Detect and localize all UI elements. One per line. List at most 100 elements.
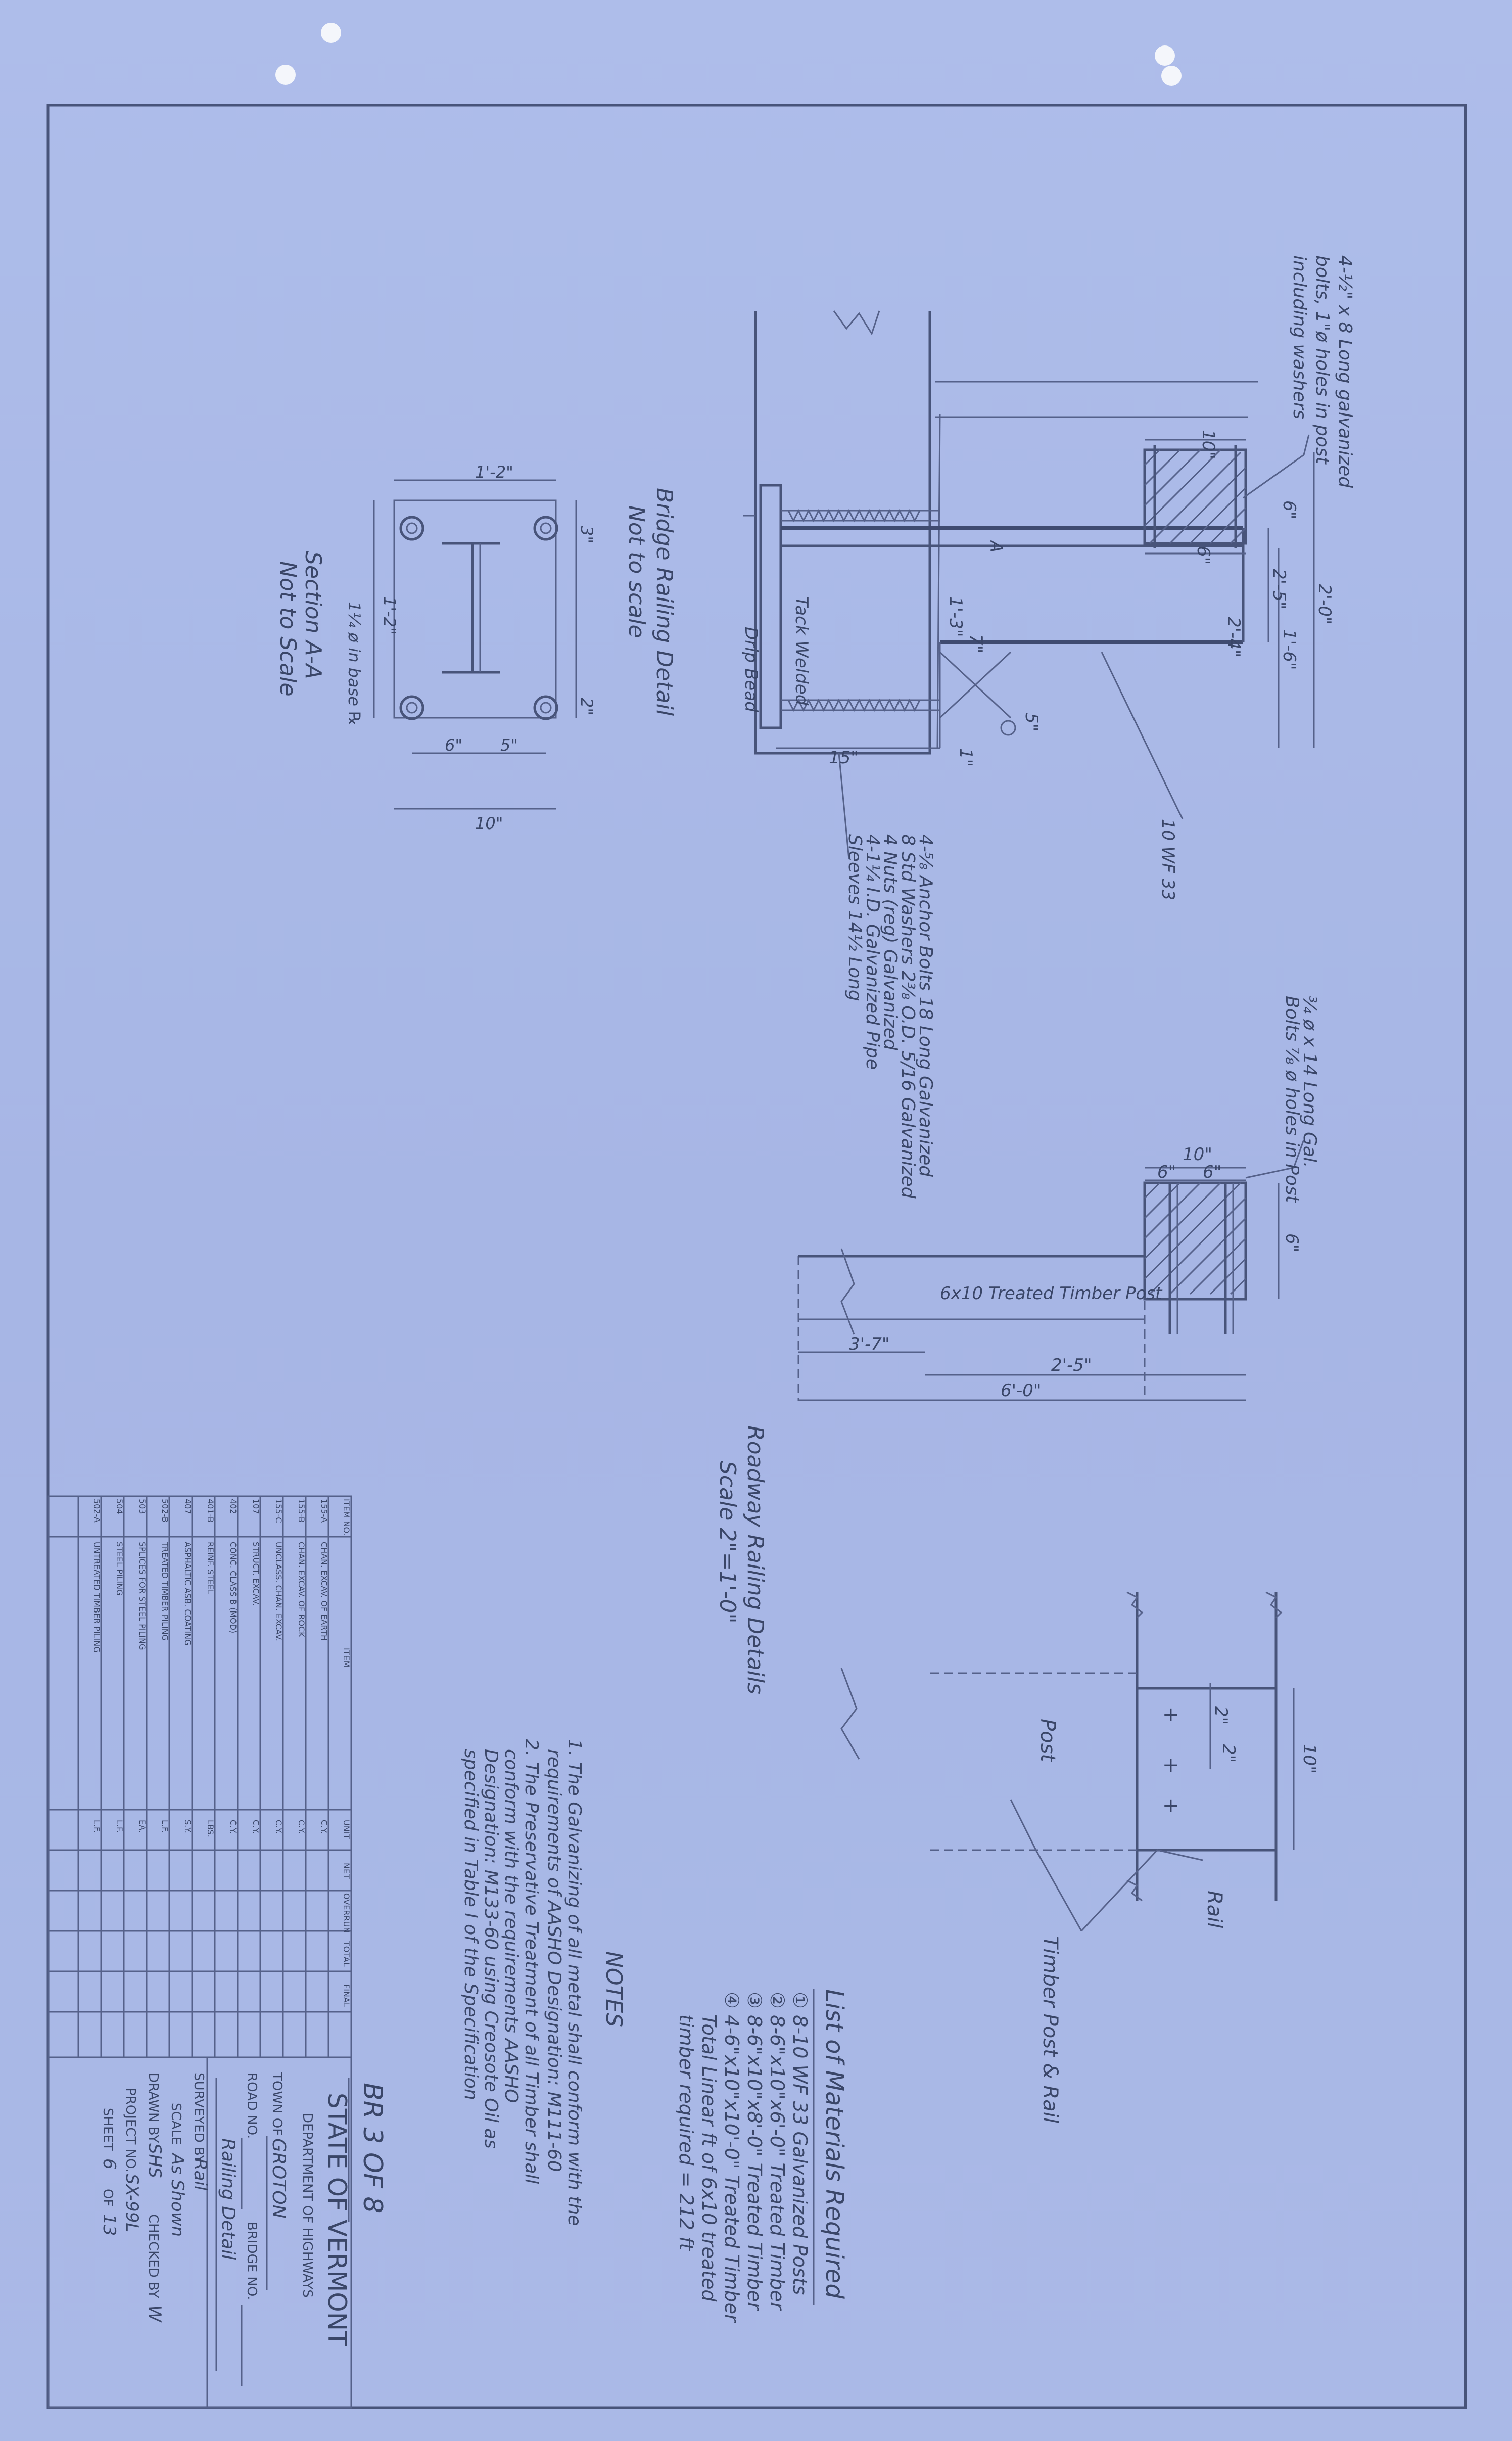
sheet-of: OF (100, 2189, 115, 2206)
table-row-6-item: 401-B (206, 1499, 215, 1523)
post-rail-title: Timber Post & Rail (1038, 1936, 1062, 2123)
dim-2-5-roadway: 2'-5" (1051, 1355, 1092, 1375)
title-block: BR 3 OF 8 STATE OF VERMONT DEPARTMENT OF… (47, 2056, 388, 2409)
note-line-2: requirements of AASHO Designation: M111-… (544, 1749, 564, 2172)
town-label: TOWN OF (269, 2072, 285, 2136)
bridge-label: BRIDGE NO. (244, 2222, 259, 2300)
sheet-total: 13 (99, 2214, 119, 2236)
roadway-post-outline (797, 1256, 1146, 1401)
bridge-ref: BR 3 OF 8 (357, 2083, 388, 2213)
table-row-6-desc: REINF. STEEL (206, 1542, 215, 1594)
drawn-value: SHS (145, 2143, 165, 2178)
dim-6b-bridge: 6" (1279, 500, 1299, 519)
material-item-5: Total Linear ft of 6x10 treated (698, 2014, 720, 2302)
table-row-9-unit: EA. (137, 1820, 147, 1833)
anchor-note-1: 4-⅝ Anchor Bolts 18 Long Galvanized (915, 834, 936, 1177)
dim-10-post-rail: 10" (1299, 1744, 1319, 1774)
table-row-10-unit: L.F. (115, 1820, 124, 1833)
section-base-plate (393, 499, 557, 719)
table-row-11-unit: L.F. (92, 1820, 102, 1833)
col-total: TOTAL (342, 1941, 351, 1967)
table-row-8-item: 502-B (160, 1499, 170, 1523)
col-net: NET (342, 1863, 351, 1879)
table-row-2-unit: C.Y. (297, 1820, 306, 1834)
table-row-3-item: 155-C (274, 1499, 284, 1523)
table-row-4-item: 107 (251, 1499, 261, 1514)
dim-2-5: 2'-5" (1269, 569, 1289, 610)
scale-value: As Shown (167, 2152, 187, 2237)
material-item-3: ③ 8-6"x10"x8'-0" Treated Timber (743, 1992, 766, 2311)
sheet-border (46, 104, 1467, 2409)
dim-1-bridge: 1" (956, 748, 976, 767)
dim-10-bridge: 10" (1198, 430, 1218, 459)
bridge-detail-title: Bridge Railing Detail (651, 488, 677, 716)
section-aa-title: Section A-A (300, 551, 326, 679)
drawn-label: DRAWN BY (146, 2072, 161, 2143)
note-line-1: 1. The Galvanizing of all metal shall co… (564, 1739, 585, 2226)
roadway-timber-rail (1143, 1181, 1247, 1301)
dim-6-0: 6'-0" (1001, 1380, 1042, 1401)
col-overrun: OVERRUN (342, 1893, 351, 1933)
note-line-3: 2. The Preservative Treatment of all Tim… (521, 1739, 542, 2184)
table-row-11-desc: UNTREATED TIMBER PILING (92, 1542, 102, 1653)
rail-label: Rail (1203, 1891, 1226, 1928)
scale-label: SCALE (168, 2103, 183, 2145)
table-row-2-desc: CHAN. EXCAV. OF ROCK (297, 1542, 306, 1637)
dim-1-2-top: 1'-2" (475, 463, 513, 482)
roadway-bolts-note-1: ¾ ø x 14 Long Gal. (1299, 996, 1320, 1168)
notes-heading: NOTES (601, 1951, 627, 2027)
dim-6b-roadway: 6" (1203, 1162, 1221, 1182)
table-row-5-unit: C.Y. (228, 1820, 238, 1834)
note-line-6: specified in Table I of the Specificatio… (460, 1749, 481, 2100)
roadway-post-label: 6x10 Treated Timber Post (940, 1283, 1163, 1304)
table-row-1-desc: CHAN. EXCAV. OF EARTH (319, 1542, 329, 1641)
bolts-note-1: 4-½" x 8 Long galvanized (1335, 255, 1355, 488)
punch-hole-right (1155, 45, 1175, 66)
base-plate (759, 484, 782, 729)
material-item-4: ④ 4-6"x10"x10'-0" Treated Timber (721, 1992, 743, 2323)
surveyed-value: Rail (190, 2158, 210, 2191)
base-pl-note: 1¼ ø in base ℞ (345, 602, 364, 726)
post-label: Post (1036, 1719, 1059, 1762)
quantities-table: ITEM NO. ITEM UNIT NET OVERRUN TOTAL FIN… (47, 1495, 352, 2058)
col-item: ITEM (342, 1648, 351, 1667)
roadway-bolts-note-2: Bolts ⅞ ø holes in Post (1282, 996, 1302, 1204)
dim-15-bridge: 15" (829, 748, 859, 768)
table-row-10-desc: STEEL PILING (115, 1542, 124, 1596)
bridge-detail-scale: Not to scale (624, 505, 649, 638)
anchor-note-4: 4-1¼ I.D. Galvanized Pipe (862, 834, 883, 1070)
plus-mark-2: + (1162, 1754, 1179, 1777)
materials-list: List of Materials Required ① 8-10 WF 33 … (675, 1989, 848, 2323)
table-row-9-desc: SPLICES FOR STEEL PILING (137, 1542, 147, 1650)
materials-heading: List of Materials Required (820, 1989, 848, 2299)
dim-6a-roadway: 6" (1157, 1162, 1176, 1182)
dim-6a-bridge: 6" (1193, 546, 1213, 565)
table-row-1-item: 155-A (319, 1499, 329, 1523)
dim-5-bridge: 5" (1021, 713, 1042, 731)
table-row-4-desc: STRUCT. EXCAV. (251, 1542, 261, 1606)
tack-welded-label: Tack Welded (791, 596, 812, 706)
project-label: PROJECT NO. (123, 2088, 138, 2173)
roadway-detail-scale: Scale 2"=1'-0" (715, 1461, 740, 1624)
table-row-7-item: 407 (183, 1499, 193, 1514)
roadway-detail-title: Roadway Railing Details (742, 1425, 768, 1694)
dim-6c-roadway: 6" (1282, 1233, 1302, 1252)
note-line-5: Designation: M133-60 using Creosote Oil … (481, 1749, 501, 2149)
surveyed-label: SURVEYED BY (191, 2072, 206, 2163)
town-value: GROTON (268, 2138, 289, 2219)
section-mark-a: A (986, 540, 1006, 552)
title-state: STATE OF VERMONT (322, 2093, 352, 2346)
dim-1-3-bridge: 1'-3" (946, 596, 966, 637)
dim-7-bridge: 7" (966, 634, 986, 653)
punch-hole-right-2 (1161, 66, 1182, 86)
table-row-4-unit: C.Y. (251, 1820, 261, 1834)
anchor-note-5: Sleeves 14½ Long (844, 834, 865, 1001)
sheet-value: 6 (99, 2158, 119, 2170)
description-value: Railing Detail (218, 2138, 239, 2260)
dim-3a-section: 3" (577, 526, 596, 543)
section-a-a: 1'-2" 1'-2" 10" 6" 5" 3" 2" 1¼ ø in base… (275, 463, 596, 833)
dim-2-4-bridge: 2'-4" (1223, 617, 1244, 658)
dim-2-0-bridge: 2'-0" (1314, 584, 1335, 625)
anchor-note-2: 8 Std Washers 2⅜ O.D. 5/16 Galvanized (897, 834, 918, 1199)
table-row-2-item: 155-B (297, 1499, 306, 1523)
